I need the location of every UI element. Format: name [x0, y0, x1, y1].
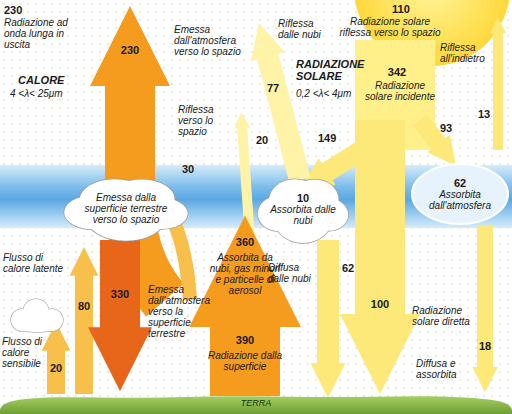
small-cloud: [11, 299, 63, 332]
flux-value: 62: [454, 177, 466, 189]
flux-value: 330: [104, 288, 136, 300]
flux-value: 30: [182, 163, 200, 175]
sensible-heat-arrow: [47, 345, 65, 394]
node-text-holder: TERRA: [0, 394, 512, 414]
cloud-shape: [64, 179, 188, 241]
node-label: Assorbita dalle nubi: [268, 204, 338, 226]
flux-label: Diffusa dalle nubi: [268, 262, 316, 284]
atmosphere-solar-arrow: [420, 120, 442, 148]
flux-label: Radiazione solare diretta: [412, 305, 472, 327]
flux-label: 0,2 <λ< 4μm: [296, 88, 368, 99]
node-text-holder: 62Assorbita dall'atmosfera: [412, 164, 508, 224]
flux-label: Radiazione ad onda lunga in uscita: [4, 17, 76, 50]
node-label: Assorbita dall'atmosfera: [418, 189, 502, 211]
flux-label: Riflessa all'indietro: [440, 42, 488, 64]
flux-value: 93: [440, 122, 460, 134]
node-label: Emessa dalla superficie terrestre verso …: [76, 192, 176, 225]
atmosphere-ellipse-shape: [412, 164, 508, 224]
cloud-node: 10Assorbita dalle nubi: [262, 180, 344, 238]
flux-label: Radiazione solare incidente: [362, 80, 438, 102]
cloud-shape: [64, 179, 188, 241]
latent-heat-arrow: [75, 270, 93, 394]
flux-value: 100: [364, 298, 396, 310]
flux-label: Riflessa dalle nubi: [278, 18, 334, 40]
flux-value: 360: [227, 236, 263, 248]
backscatter-arrow: [493, 30, 503, 150]
cloud-shape: [258, 179, 348, 243]
small-cloud: [13, 316, 61, 332]
flux-label: Riflessa verso lo spazio: [178, 104, 236, 137]
small-cloud: [13, 316, 61, 332]
flux-value: 10: [297, 192, 309, 204]
node-text-holder: Emessa dalla superficie terrestre verso …: [70, 180, 182, 236]
cloud-reflection-arrow: [266, 50, 300, 180]
flux-label: Diffusa e assorbita: [416, 358, 470, 380]
node-label: TERRA: [241, 399, 272, 409]
cloud-node: Emessa dalla superficie terrestre verso …: [70, 180, 182, 236]
flux-label: 4 <λ< 25μm: [10, 88, 88, 99]
surface-reflection-arrow: [242, 125, 250, 240]
cloud-shape: [258, 179, 348, 243]
flux-value: 77: [262, 82, 284, 94]
flux-value: 110: [392, 3, 422, 15]
flux-label: Radiazione dalla superficie: [206, 350, 284, 372]
section-title: RADIAZIONE SOLARE: [296, 58, 362, 82]
cloud-solar-arrow: [322, 150, 362, 175]
flux-value: 18: [476, 340, 494, 352]
flux-value: 62: [342, 262, 360, 274]
flux-label: Emessa dall'atmosfera verso la superfici…: [148, 284, 204, 339]
diffuse-absorbed-arrow: [477, 226, 493, 372]
section-title: CALORE: [18, 74, 80, 86]
back-radiation-arrow: [100, 240, 140, 340]
ground-hill: [0, 396, 512, 414]
node-text-holder: 10Assorbita dalle nubi: [262, 180, 344, 238]
small-cloud: [11, 299, 63, 332]
flux-label: Radiazione solare riflessa verso lo spaz…: [338, 16, 442, 38]
flux-value: 20: [256, 134, 276, 146]
flux-value: 230: [112, 44, 148, 56]
flux-value: 80: [75, 300, 93, 312]
flux-label: Flusso di calore latente: [3, 252, 67, 274]
small-cloud: [11, 299, 63, 332]
flux-value: 230: [4, 4, 64, 16]
flux-label: Flusso di calore sensibile: [2, 336, 46, 369]
ground-band: TERRA: [0, 394, 512, 414]
cloud-diffuse-arrow: [317, 240, 339, 370]
atmosphere-ellipse: 62Assorbita dall'atmosfera: [412, 164, 508, 224]
flux-value: 13: [478, 108, 494, 120]
flux-value: 20: [47, 362, 65, 374]
flux-value: 390: [227, 334, 263, 346]
flux-label: Emessa dall'atmosfera verso lo spazio: [174, 24, 248, 57]
flux-value: 149: [318, 132, 344, 144]
flux-value: 342: [382, 66, 412, 78]
